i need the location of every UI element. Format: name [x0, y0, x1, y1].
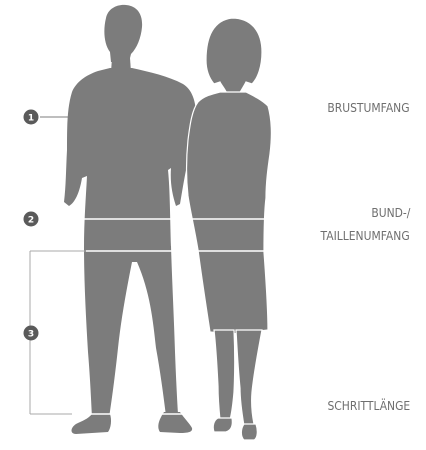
marker-2: 2	[24, 212, 39, 227]
svg-text:2: 2	[28, 216, 34, 226]
inseam-label: SCHRITTLÄNGE	[327, 398, 410, 413]
svg-text:3: 3	[28, 330, 34, 340]
waist-label-line2: TAILLENUMFANG	[321, 228, 410, 243]
svg-text:1: 1	[28, 114, 34, 124]
chest-label: BRUSTUMFANG	[328, 100, 410, 115]
female-silhouette-icon	[187, 18, 272, 440]
marker-1: 1	[24, 110, 39, 125]
waist-label-line1: BUND-/	[371, 205, 410, 220]
marker-3: 3	[24, 326, 39, 341]
